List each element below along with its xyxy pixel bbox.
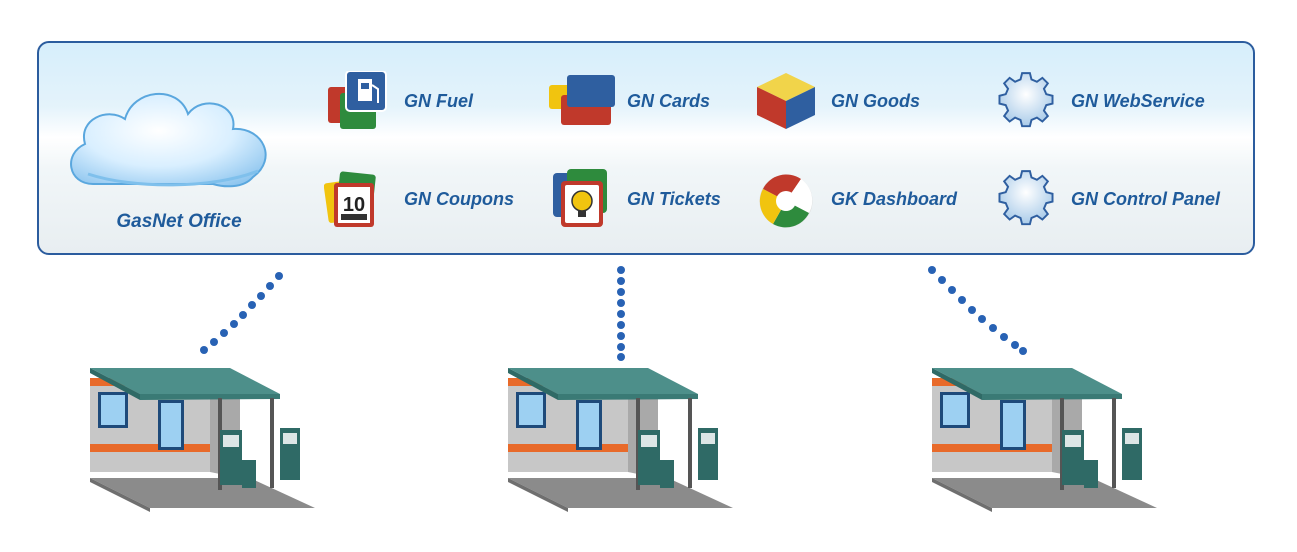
module-label: GN Coupons xyxy=(404,188,514,209)
connection-dot xyxy=(617,299,625,307)
module-label: GN Fuel xyxy=(404,90,474,111)
svg-text:10: 10 xyxy=(343,194,365,216)
connection-dot xyxy=(1019,347,1027,355)
connection-dot xyxy=(617,332,625,340)
connection-dot xyxy=(220,329,228,337)
module-gn-cards[interactable]: GN Cards xyxy=(547,71,710,131)
connection-dot xyxy=(989,324,997,332)
gas-station-icon xyxy=(508,368,733,512)
cloud-icon xyxy=(70,92,267,188)
module-label: GN Control Panel xyxy=(1071,188,1221,209)
module-gk-dashboard[interactable]: GK Dashboard xyxy=(751,169,957,229)
office-label: GasNet Office xyxy=(116,211,242,232)
module-label: GN Goods xyxy=(831,90,920,111)
module-label: GN WebService xyxy=(1071,90,1205,111)
gasnet-office-panel: GasNet Office GN Fuel GN Cards GN Goods xyxy=(37,41,1255,255)
module-gn-tickets[interactable]: GN Tickets xyxy=(547,169,721,229)
gas-station-icon xyxy=(90,368,315,512)
connection-dot xyxy=(978,315,986,323)
connection-dot xyxy=(248,301,256,309)
connection-dot xyxy=(617,321,625,329)
module-gn-fuel[interactable]: GN Fuel xyxy=(324,71,473,131)
connection-dot xyxy=(257,292,265,300)
connection-dot xyxy=(617,277,625,285)
connection-dot xyxy=(210,338,218,346)
cards-icon xyxy=(549,75,615,125)
module-gn-webservice[interactable]: GN WebService xyxy=(991,71,1205,131)
coupons-icon: 10 xyxy=(324,171,376,227)
connection-dot xyxy=(968,306,976,314)
module-gn-goods[interactable]: GN Goods xyxy=(751,71,920,131)
connection-dot xyxy=(617,310,625,318)
connection-dot xyxy=(239,311,247,319)
module-label: GN Tickets xyxy=(627,188,721,209)
gear-icon xyxy=(998,72,1054,128)
connection-dot xyxy=(275,272,283,280)
connection-dot xyxy=(230,320,238,328)
module-label: GN Cards xyxy=(627,90,711,111)
module-gn-control-panel[interactable]: GN Control Panel xyxy=(991,169,1220,229)
gas-station-icon xyxy=(932,368,1157,512)
box-icon xyxy=(757,73,815,129)
connection-dot xyxy=(200,346,208,354)
dashboard-icon xyxy=(759,174,813,228)
connection-dot xyxy=(266,282,274,290)
gear-icon xyxy=(998,170,1054,226)
connection-dot xyxy=(928,266,936,274)
connection-dot xyxy=(617,288,625,296)
connection-dot xyxy=(958,296,966,304)
connection-dot xyxy=(617,266,625,274)
connection-dot xyxy=(948,286,956,294)
connection-dot xyxy=(938,276,946,284)
module-gn-coupons[interactable]: 10 GN Coupons xyxy=(324,169,514,229)
connection-dot xyxy=(617,343,625,351)
fuel-pump-icon xyxy=(328,71,387,129)
connection-dot xyxy=(617,353,625,361)
module-label: GK Dashboard xyxy=(831,188,958,209)
connection-dot xyxy=(1000,333,1008,341)
connection-dot xyxy=(1011,341,1019,349)
ticket-bulb-icon xyxy=(553,169,607,227)
